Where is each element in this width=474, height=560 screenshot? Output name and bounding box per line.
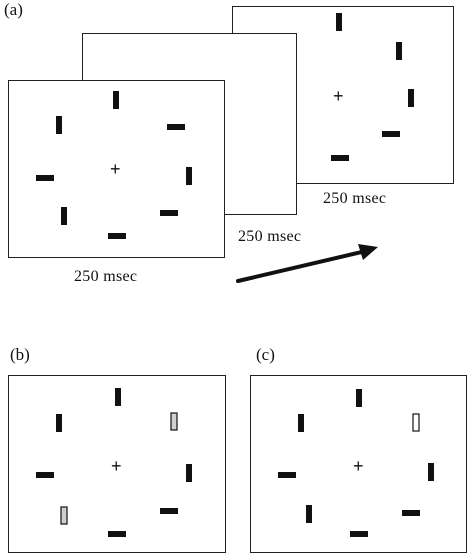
panel-label-b: (b) bbox=[10, 345, 30, 364]
duration-label-frame-3: 250 msec bbox=[323, 190, 387, 207]
vertical-bar bbox=[56, 116, 62, 134]
vertical-bar bbox=[115, 388, 121, 406]
time-arrow bbox=[236, 244, 378, 283]
vertical-bar bbox=[61, 207, 67, 225]
fixation-cross-frame-3: + bbox=[333, 86, 344, 106]
target-vertical-bar bbox=[170, 412, 178, 431]
vertical-bar bbox=[306, 505, 312, 523]
horizontal-bar bbox=[278, 472, 296, 478]
horizontal-bar bbox=[331, 155, 349, 161]
vertical-bar bbox=[113, 91, 119, 109]
vertical-bar bbox=[186, 167, 192, 185]
panel-label-c: (c) bbox=[256, 345, 275, 364]
vertical-bar bbox=[56, 414, 62, 432]
frame-b-stimuli bbox=[36, 388, 192, 537]
vertical-bar bbox=[336, 13, 342, 31]
panel-label-a: (a) bbox=[4, 0, 23, 19]
target-vertical-bar-outline bbox=[412, 413, 420, 432]
horizontal-bar bbox=[108, 531, 126, 537]
horizontal-bar bbox=[160, 508, 178, 514]
frame-c-stimuli bbox=[278, 389, 434, 537]
horizontal-bar bbox=[402, 510, 420, 516]
vertical-bar bbox=[186, 464, 192, 482]
fixation-cross-frame-c: + bbox=[353, 456, 364, 476]
vertical-bar bbox=[356, 389, 362, 407]
frame-1-stimuli bbox=[36, 91, 192, 239]
vertical-bar bbox=[298, 414, 304, 432]
duration-label-frame-1: 250 msec bbox=[74, 268, 138, 285]
horizontal-bar bbox=[382, 131, 400, 137]
vertical-bar bbox=[408, 89, 414, 107]
horizontal-bar bbox=[350, 531, 368, 537]
fixation-cross-frame-1: + bbox=[110, 159, 121, 179]
duration-label-frame-2: 250 msec bbox=[238, 228, 302, 245]
fixation-cross-frame-b: + bbox=[111, 456, 122, 476]
horizontal-bar bbox=[36, 175, 54, 181]
horizontal-bar bbox=[160, 210, 178, 216]
target-vertical-bar bbox=[60, 506, 68, 525]
horizontal-bar bbox=[36, 472, 54, 478]
horizontal-bar bbox=[108, 233, 126, 239]
vertical-bar bbox=[428, 463, 434, 481]
frame-3-stimuli bbox=[331, 13, 414, 161]
vertical-bar bbox=[396, 42, 402, 60]
horizontal-bar bbox=[167, 124, 185, 130]
